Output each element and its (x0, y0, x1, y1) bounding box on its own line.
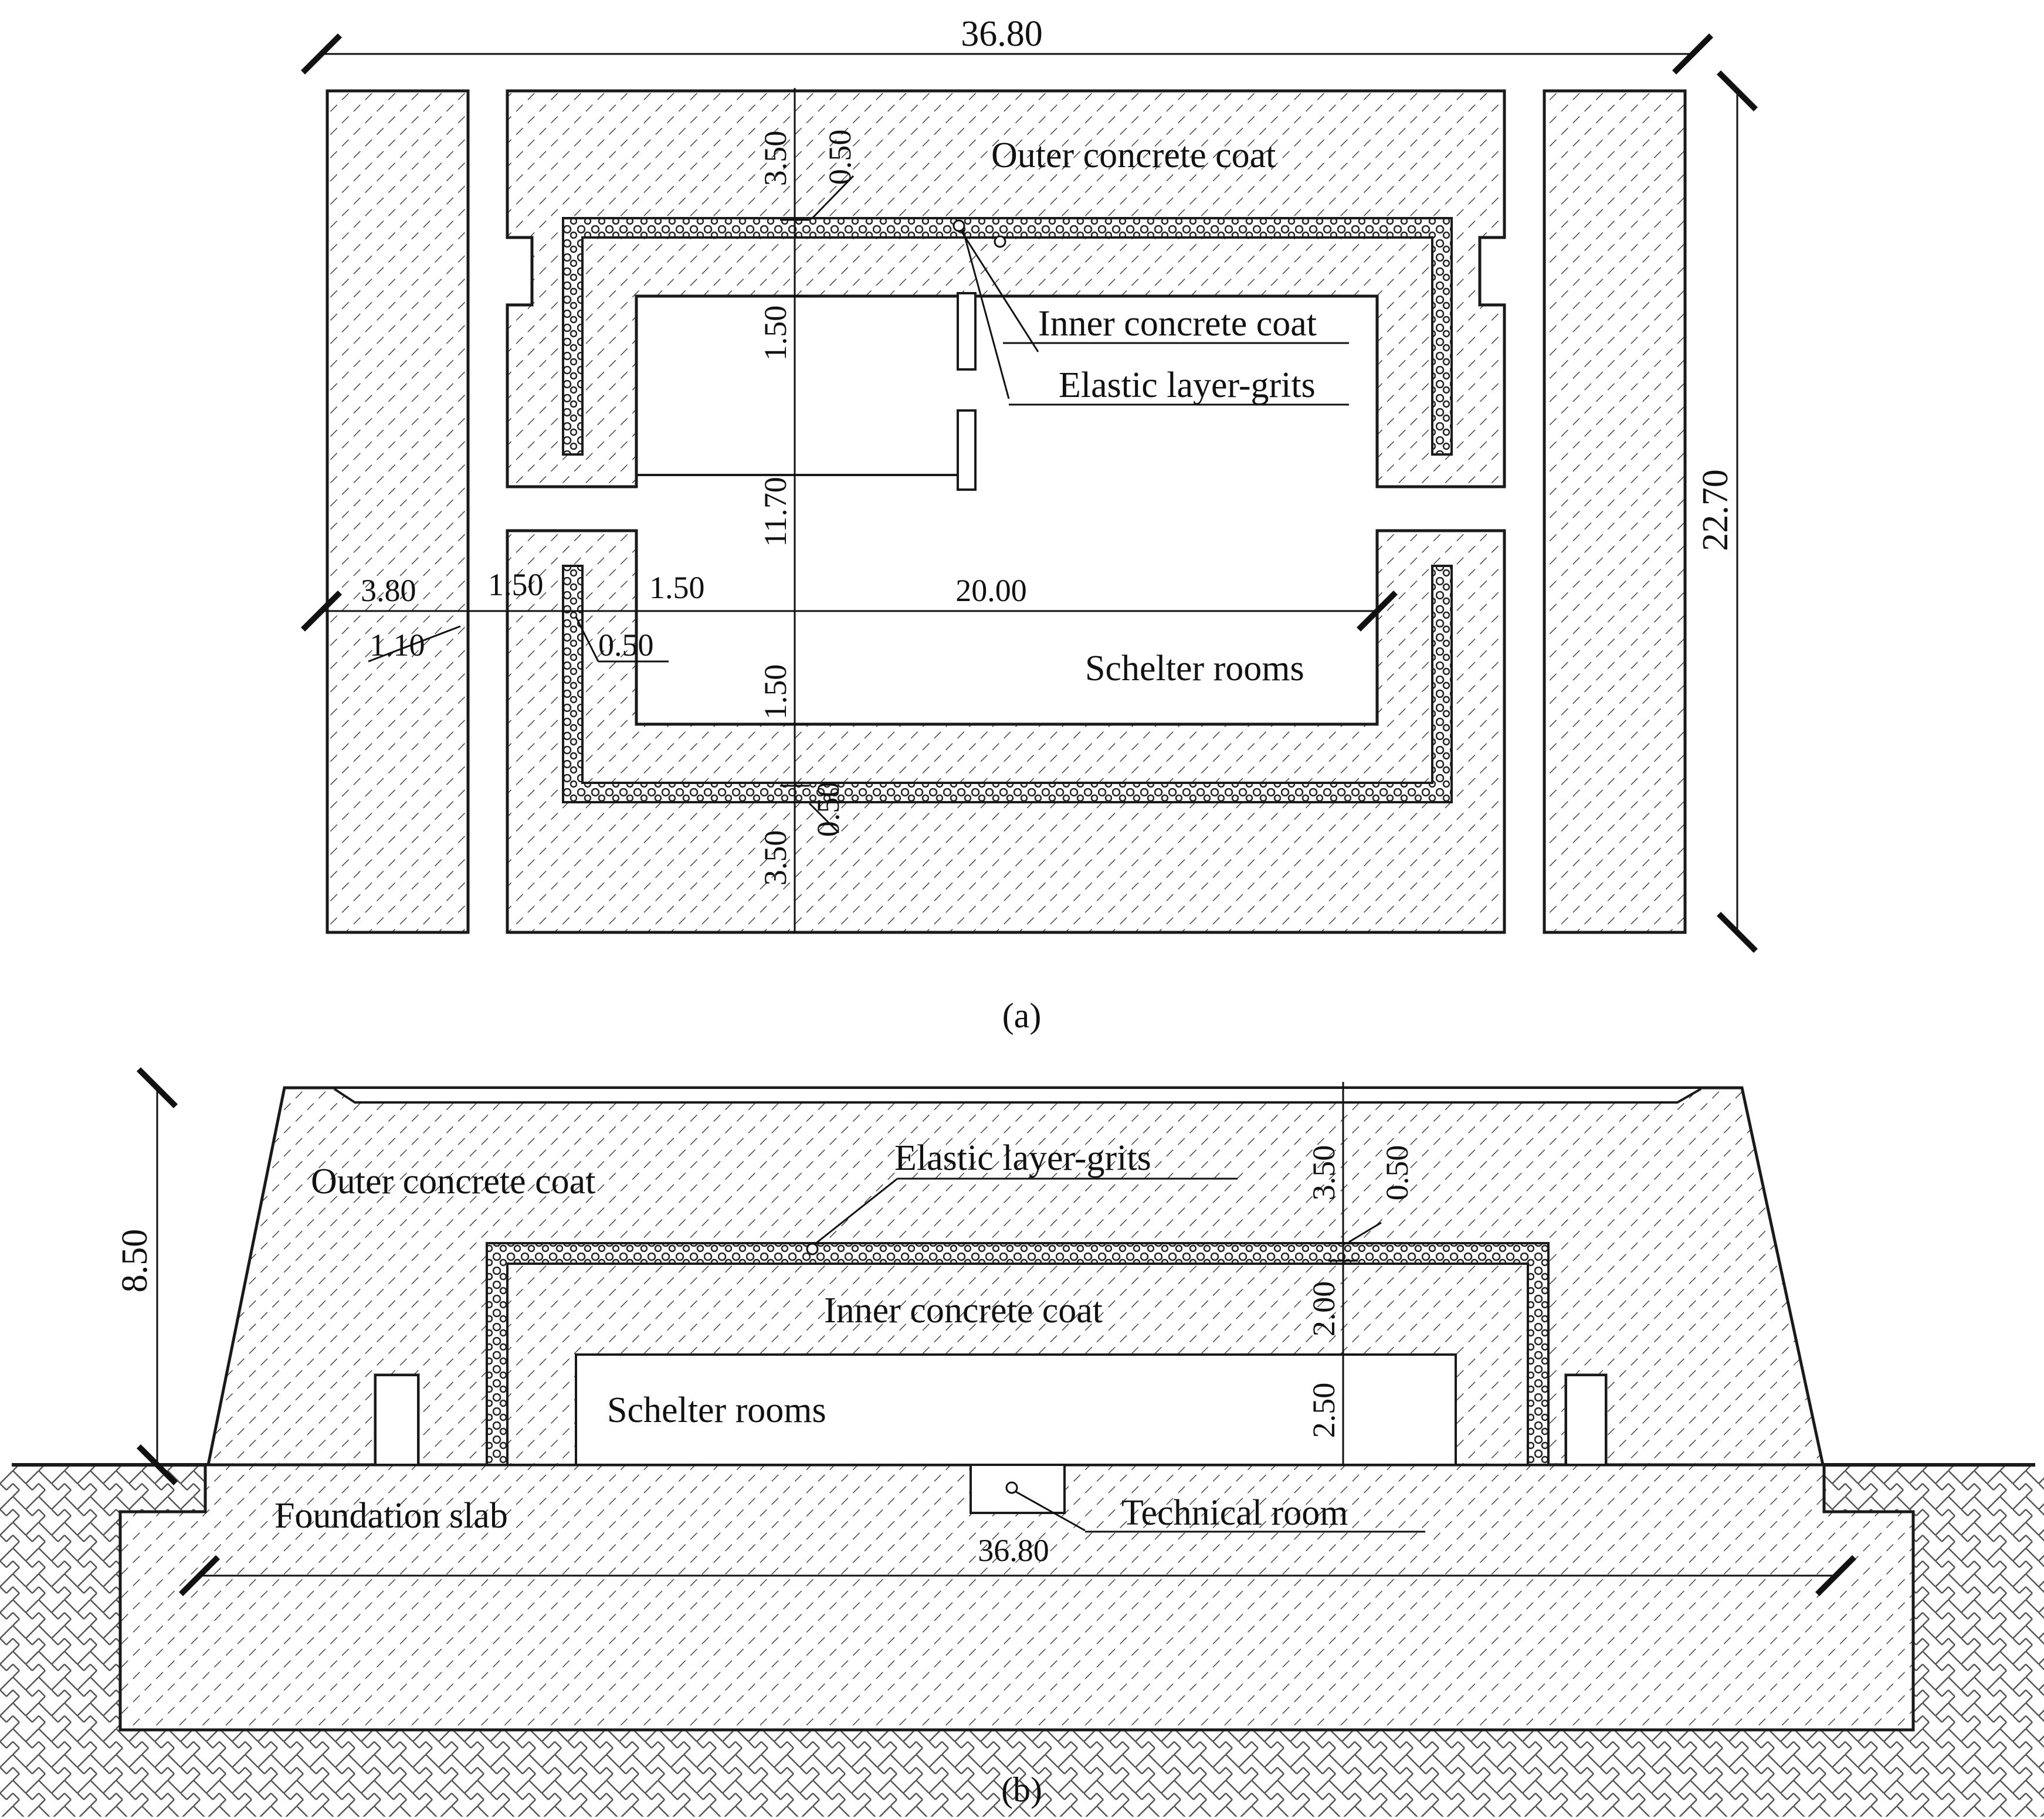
section-left-column (374, 1374, 419, 1466)
plan-total-width: 22.70 (1696, 469, 1735, 551)
plan-elastic-layer-top (562, 217, 1453, 456)
section-view (0, 1086, 2044, 1817)
section-texts: 8.50 Outer concrete coat Elastic layer-g… (115, 1138, 1415, 1809)
plan-outer-coat-label: Outer concrete coat (991, 135, 1276, 175)
section-shelter-rooms-label: Schelter rooms (607, 1390, 826, 1430)
section-dim-outer-top: 3.50 (1306, 1145, 1341, 1201)
section-dimension-lines (136, 1067, 1857, 1597)
section-technical-room-label: Technical room (1121, 1493, 1348, 1533)
plan-dim-outer-side: 1.50 (488, 567, 544, 602)
section-foundation-label: Foundation slab (274, 1496, 508, 1536)
section-dim-room-height: 2.50 (1306, 1383, 1341, 1438)
section-caption: (b) (1001, 1770, 1042, 1809)
section-outer-coat-top-recess (333, 1088, 1701, 1104)
plan-inner-coat-label: Inner concrete coat (1038, 304, 1317, 344)
plan-dim-outer-top: 3.50 (758, 131, 793, 186)
plan-caption: (a) (1002, 996, 1042, 1035)
section-dim-layer-top: 0.50 (1379, 1145, 1415, 1201)
plan-total-length: 36.80 (961, 14, 1043, 54)
plan-dim-layer-top: 0.50 (822, 130, 857, 185)
plan-dimension-lines (300, 33, 1758, 953)
section-elastic-layer-label: Elastic layer-grits (894, 1138, 1151, 1178)
plan-left-outer-wall (326, 89, 470, 934)
section-dim-inner-top: 2.00 (1306, 1281, 1341, 1337)
plan-dim-outer-bottom: 3.50 (758, 830, 793, 886)
plan-dim-room-width: 11.70 (758, 477, 793, 547)
plan-partition (636, 292, 977, 491)
plan-dim-inner-bottom: 1.50 (758, 664, 793, 720)
plan-dim-layer-side: 0.50 (598, 627, 654, 663)
plan-view (326, 89, 1687, 934)
plan-outer-coat-top (506, 89, 1506, 488)
plan-elastic-layer-label: Elastic layer-grits (1059, 365, 1316, 405)
section-outer-coat-label: Outer concrete coat (311, 1162, 595, 1202)
section-right-column (1565, 1374, 1607, 1466)
plan-texts: 36.80 22.70 Outer concrete coat Inner co… (361, 14, 1735, 1035)
section-inner-coat-label: Inner concrete coat (824, 1291, 1103, 1331)
section-dim-foundation-length: 36.80 (978, 1533, 1049, 1568)
plan-dim-side-wall: 3.80 (361, 573, 416, 608)
section-foundation-slab (118, 1463, 1915, 1732)
plan-right-outer-wall (1543, 89, 1687, 934)
plan-dim-inner-top: 1.50 (758, 306, 793, 361)
plan-dim-inner-side: 1.50 (649, 570, 705, 605)
plan-dim-room-length: 20.00 (955, 573, 1027, 608)
plan-dim-layer-bottom: 0.50 (811, 782, 846, 837)
plan-shelter-rooms-label: Schelter rooms (1085, 649, 1304, 688)
plan-dim-gap: 1.10 (370, 627, 425, 663)
section-dim-height: 8.50 (115, 1229, 155, 1293)
plan-elastic-layer-bottom (562, 565, 1453, 803)
